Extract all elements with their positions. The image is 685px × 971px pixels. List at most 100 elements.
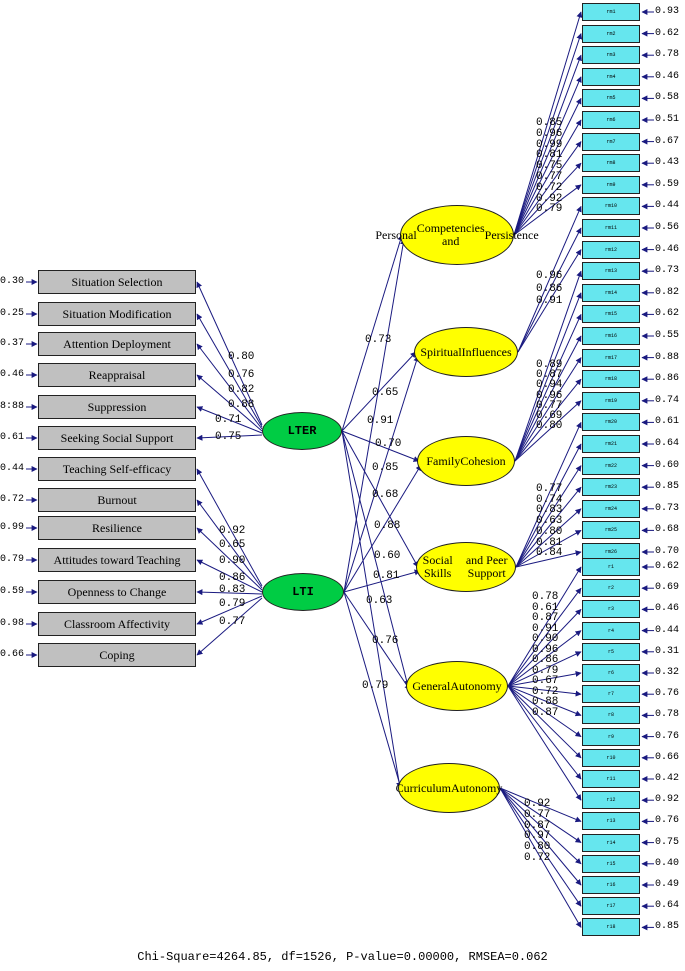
right-indicator: rm12	[582, 240, 640, 259]
loading-path	[196, 597, 263, 656]
loading-coefficient: 0.87	[532, 612, 559, 624]
loading-path	[513, 119, 582, 236]
right-indicator: r8	[582, 706, 640, 725]
loading-coefficient: 0.87	[524, 819, 551, 832]
latent-lter: LTER	[262, 412, 342, 450]
indicator-error: 0.85	[655, 921, 680, 933]
indicator-error: 0.79	[0, 554, 25, 565]
loading-coefficient: 0.69	[536, 410, 563, 422]
loading-coefficient: 0.81	[536, 149, 563, 162]
loading-path	[507, 608, 582, 687]
loading-coefficient: 0.92	[219, 525, 246, 537]
indicator-error: 0.31	[655, 645, 680, 657]
latent-label: and Peer Support	[465, 553, 508, 580]
right-indicator: r18	[582, 918, 640, 937]
right-indicator: r3	[582, 600, 640, 619]
indicator-error: 0.44	[655, 624, 680, 636]
right-indicator: r14	[582, 833, 640, 852]
right-indicator: rm10	[582, 197, 640, 216]
loading-path	[517, 205, 582, 353]
structural-path	[343, 591, 404, 793]
indicator-error: 0.78	[655, 709, 680, 721]
right-indicator: rm1	[582, 3, 640, 21]
loading-coefficient: 0.92	[524, 798, 551, 810]
loading-coefficient: 0.91	[536, 295, 563, 307]
loading-coefficient: 0.82	[228, 384, 255, 396]
path-coefficient: 0.76	[372, 635, 399, 647]
loading-coefficient: 0.92	[536, 192, 563, 205]
right-indicator: r10	[582, 748, 640, 767]
loading-coefficient: 0.99	[536, 138, 563, 151]
loading-coefficient: 0.83	[219, 584, 246, 596]
indicator-error: 0.85	[655, 481, 680, 493]
right-indicator: r1	[582, 558, 640, 576]
loading-coefficient: 0.75	[536, 160, 563, 173]
loading-path	[507, 587, 582, 687]
path-coefficient: 0.88	[374, 520, 401, 532]
loading-coefficient: 0.89	[536, 359, 563, 371]
indicator-error: 0.56	[655, 222, 680, 233]
loading-coefficient: 0.88	[228, 399, 255, 411]
left-indicator: Suppression	[38, 395, 196, 419]
loading-path	[507, 685, 582, 697]
loading-coefficient: 0.77	[524, 808, 551, 821]
indicator-error: 0.68	[655, 524, 680, 536]
latent-lti: LTI	[262, 573, 344, 611]
indicator-error: 0.82	[655, 286, 680, 298]
loading-path	[513, 54, 582, 236]
indicator-error: 0.49	[655, 879, 680, 890]
loading-coefficient: 0.75	[215, 431, 242, 443]
right-indicator: r7	[582, 685, 640, 704]
loading-path	[499, 787, 582, 928]
loading-coefficient: 0.86	[219, 572, 246, 584]
structural-path	[341, 351, 417, 432]
indicator-error: 0.72	[0, 494, 25, 505]
loading-path	[499, 787, 582, 823]
left-indicator: Burnout	[38, 488, 196, 512]
indicator-error: 0.59	[655, 178, 680, 190]
path-coefficient: 0.81	[373, 570, 400, 582]
right-indicator: rm18	[582, 370, 640, 389]
loading-coefficient: 0.65	[219, 539, 246, 551]
loading-coefficient: 0.97	[524, 830, 551, 843]
loading-path	[513, 97, 582, 236]
loading-path	[514, 378, 582, 462]
indicator-error: 0.42	[655, 773, 680, 784]
right-indicator: r4	[582, 621, 640, 640]
loading-path	[507, 685, 582, 801]
latent-label: LTI	[292, 585, 314, 599]
indicator-error: 0.92	[655, 794, 680, 806]
loading-path	[515, 443, 582, 568]
indicator-error: 0.44	[655, 200, 680, 212]
latent-label: Curriculum	[395, 780, 451, 795]
indicator-error: 0.62	[655, 561, 680, 572]
indicator-error: 0.46	[0, 369, 25, 380]
loading-coefficient: 0.72	[532, 685, 559, 698]
loading-coefficient: 0.72	[524, 852, 551, 864]
indicator-error: 0.62	[655, 27, 680, 39]
loading-path	[515, 550, 582, 568]
loading-coefficient: 0.61	[532, 601, 559, 614]
loading-coefficient: 0.86	[532, 654, 559, 666]
latent-label: Family	[426, 453, 461, 468]
loading-path	[514, 270, 583, 462]
right-indicator: rm5	[582, 89, 640, 108]
indicator-error: 0.46	[655, 243, 680, 255]
indicator-error: 0.67	[655, 135, 680, 147]
right-indicator: rm25	[582, 521, 640, 540]
structural-path	[341, 234, 404, 432]
path-coefficient: 0.73	[365, 334, 392, 346]
indicator-error: 0.32	[655, 667, 680, 678]
loading-coefficient: 0.79	[536, 203, 563, 216]
indicator-error: 0.74	[655, 394, 680, 406]
loading-coefficient: 0.91	[532, 622, 559, 635]
structural-path	[343, 238, 407, 593]
loading-coefficient: 0.78	[532, 591, 559, 603]
right-indicator: rm7	[582, 132, 640, 151]
latent-label: Autonomy	[450, 678, 502, 693]
loading-path	[499, 787, 582, 865]
loading-path	[507, 685, 582, 738]
